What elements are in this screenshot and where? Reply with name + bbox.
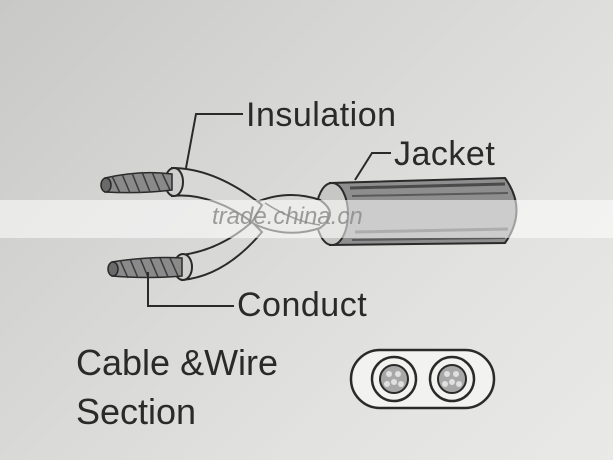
label-jacket: Jacket: [394, 135, 496, 173]
watermark: trade.china.cn: [212, 203, 363, 230]
label-conductor: Conduct: [237, 286, 368, 324]
leader-insulation: [185, 113, 243, 169]
label-section-title-line2: Section: [76, 391, 197, 432]
leader-jacket: [354, 152, 391, 181]
leader-conductor: [147, 272, 234, 307]
leader-lines: [147, 113, 391, 307]
label-section-title-line1: Cable &Wire: [76, 342, 279, 383]
watermark-band: [0, 200, 613, 238]
label-insulation: Insulation: [246, 96, 397, 134]
cross-section-icon: [349, 348, 496, 410]
